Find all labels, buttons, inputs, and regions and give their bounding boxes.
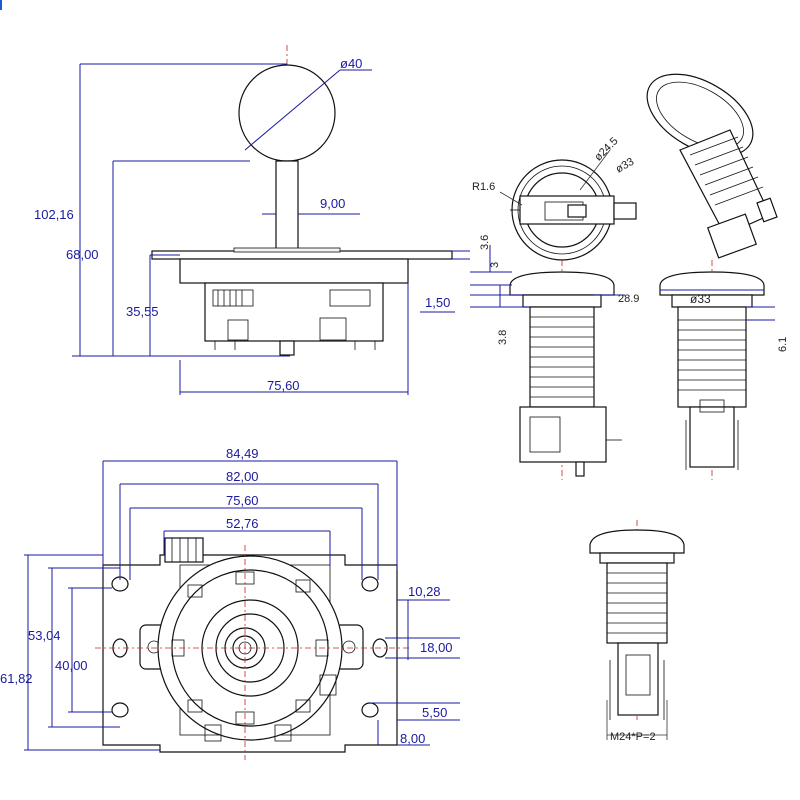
body-lower bbox=[204, 282, 384, 342]
inner-diameter-label: ø24.5 bbox=[592, 135, 620, 163]
drawing-rect bbox=[227, 319, 249, 341]
button-front-thread bbox=[677, 306, 747, 408]
button-side-bezel bbox=[522, 294, 602, 308]
drawing-rect bbox=[319, 317, 347, 341]
button-side-cap bbox=[509, 271, 615, 296]
slot-offset-label: 10,28 bbox=[408, 584, 441, 599]
corner-marker bbox=[0, 0, 2, 10]
drawing-rect bbox=[699, 399, 725, 413]
drawing-line bbox=[499, 191, 523, 206]
joystick-shaft bbox=[275, 160, 299, 252]
button-top-view: R1.6 ø24.5 ø33 bbox=[472, 135, 637, 261]
body-width-label: 75,60 bbox=[267, 378, 300, 393]
body-upper bbox=[179, 258, 409, 284]
button-dim-c-label: 3.8 bbox=[497, 330, 509, 345]
drawing-rect bbox=[756, 197, 778, 223]
drawing-rect bbox=[187, 699, 203, 713]
button-side-switch bbox=[519, 406, 607, 463]
top-connector bbox=[164, 537, 204, 563]
button-side-view: 3.6 3 3.8 28.9 bbox=[470, 235, 639, 480]
button-front-cap bbox=[659, 271, 765, 296]
button-3d-view bbox=[646, 73, 778, 259]
joystick-ball bbox=[238, 64, 336, 162]
connector-block bbox=[212, 289, 254, 307]
body-height-label: 35,55 bbox=[126, 304, 159, 319]
shaft-collar bbox=[233, 247, 341, 253]
button-front-switch bbox=[689, 406, 735, 468]
corner-radius-label: R1.6 bbox=[472, 181, 495, 193]
drawing-rect bbox=[295, 579, 311, 593]
button-3d-threaded-body bbox=[679, 129, 771, 236]
drawing-circle bbox=[342, 640, 356, 654]
thread-spec-label: M24*P=2 bbox=[610, 731, 656, 743]
shaft-bottom bbox=[279, 340, 295, 356]
thread-view-cap bbox=[589, 529, 685, 554]
shaft-height-label: 68,00 bbox=[66, 247, 99, 262]
mount-hole bbox=[361, 576, 379, 592]
hole-spacing-v-outer-label: 53,04 bbox=[28, 628, 61, 643]
drawing-rect bbox=[187, 584, 203, 598]
drawing-rect bbox=[625, 654, 651, 696]
button-dim-b-label: 3 bbox=[489, 262, 501, 268]
joystick-side-view: ø40 102,16 68,00 35,55 9,00 1,50 75,60 bbox=[34, 45, 470, 395]
body-width-top-label: 52,76 bbox=[226, 516, 259, 531]
drawing-rect bbox=[567, 204, 587, 218]
edge-width-label: 8,00 bbox=[400, 731, 425, 746]
drawing-line bbox=[244, 69, 341, 151]
joystick-top-view: 84,49 82,00 75,60 52,76 61,82 53,04 40,0… bbox=[0, 446, 460, 760]
button-dim-d-label: 6.1 bbox=[777, 337, 789, 352]
button-3d-switch bbox=[706, 213, 758, 259]
plate-thickness-label: 1,50 bbox=[425, 295, 450, 310]
drawing-rect bbox=[529, 416, 561, 453]
thread-view-switch bbox=[617, 642, 659, 716]
front-diameter-label: ø33 bbox=[690, 292, 711, 306]
button-thread-view: M24*P=2 bbox=[589, 520, 685, 743]
drawing-line bbox=[704, 166, 754, 186]
drawing-rect bbox=[295, 699, 311, 713]
drawing-rect bbox=[274, 724, 292, 742]
drawing-line bbox=[699, 156, 749, 176]
ball-diameter-label: ø40 bbox=[340, 56, 362, 71]
drawing-line bbox=[709, 176, 759, 196]
button-dim-a-label: 3.6 bbox=[479, 235, 491, 250]
hole-spacing-inner-label: 75,60 bbox=[226, 493, 259, 508]
hole-spacing-outer-label: 82,00 bbox=[226, 469, 259, 484]
drawing-rect bbox=[599, 552, 675, 564]
hole-spacing-v-inner-label: 40,00 bbox=[55, 658, 88, 673]
drawing-line bbox=[689, 136, 739, 156]
outer-diameter-label: ø33 bbox=[614, 156, 636, 176]
plate-height-label: 61,82 bbox=[0, 671, 33, 686]
total-height-label: 102,16 bbox=[34, 207, 74, 222]
mount-hole bbox=[111, 702, 129, 718]
button-terminal bbox=[613, 202, 637, 220]
drawing-rect bbox=[671, 294, 753, 308]
plate-width-label: 84,49 bbox=[226, 446, 259, 461]
drawing-rect bbox=[319, 674, 337, 696]
slot-height-label: 18,00 bbox=[420, 640, 453, 655]
edge-offset-label: 5,50 bbox=[422, 705, 447, 720]
drawing-line bbox=[579, 149, 611, 191]
drawing-circle bbox=[656, 81, 744, 149]
drawing-line bbox=[714, 186, 764, 206]
button-width-label: 28.9 bbox=[618, 293, 639, 305]
drawing-line bbox=[694, 146, 744, 166]
drawing-rect bbox=[575, 461, 585, 477]
drawing-rect bbox=[204, 724, 222, 742]
button-front-view: ø33 6.1 bbox=[659, 260, 789, 480]
drawing-rect bbox=[329, 289, 371, 307]
mount-hole bbox=[361, 702, 379, 718]
shaft-width-label: 9,00 bbox=[320, 196, 345, 211]
